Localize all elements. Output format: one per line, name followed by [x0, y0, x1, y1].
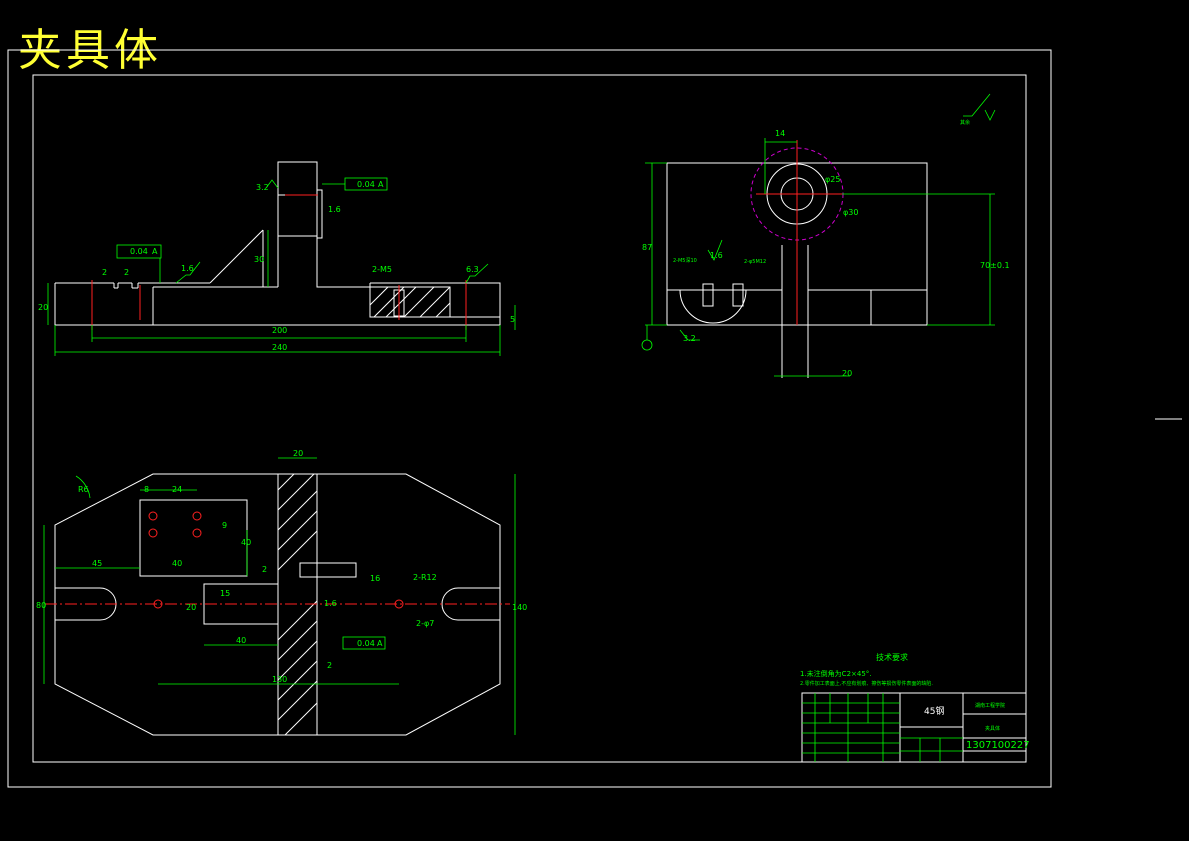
front-dim-30: 30 [254, 255, 264, 264]
drawing-number: 1307100227 [966, 740, 1030, 751]
front-dim-20: 20 [38, 303, 48, 312]
title-block [801, 692, 1027, 763]
front-datum-a: A [378, 180, 384, 189]
top-datum-a: A [377, 639, 383, 648]
top-tol-004: 0.04 [357, 639, 375, 648]
side-dim-phi25: φ25 [825, 175, 840, 184]
top-dim-140: 140 [512, 603, 527, 612]
front-dim-240: 240 [272, 343, 287, 352]
front-dim-200: 200 [272, 326, 287, 335]
side-view [641, 93, 996, 378]
top-dim-20b: 20 [186, 603, 196, 612]
front-rough-63: 6.3 [466, 265, 479, 274]
front-view [47, 161, 516, 356]
top-dim-2b: 2 [327, 661, 332, 670]
inner-frame [32, 74, 1027, 763]
outer-frame [7, 49, 1052, 788]
side-note-m5: 2-M5深10 [673, 257, 697, 264]
top-dim-40h: 40 [172, 559, 182, 568]
front-dim-5: 5 [510, 315, 515, 324]
top-dim-20: 20 [293, 449, 303, 458]
side-dim-20: 20 [842, 369, 852, 378]
part-name: 夹具体 [985, 725, 1000, 732]
top-rough-16: 1.6 [324, 599, 337, 608]
front-tol-004: 0.04 [357, 180, 375, 189]
school-name: 湖南工程学院 [975, 702, 1005, 709]
front-rough-16b: 1.6 [328, 205, 341, 214]
top-dim-15: 15 [220, 589, 230, 598]
tech-req-line1: 1.未注倒角为C2×45°. [800, 669, 872, 678]
top-dim-9: 9 [222, 521, 227, 530]
top-dim-phi7: 2-φ7 [416, 619, 434, 628]
side-dim-14: 14 [775, 129, 785, 138]
front-rough-16: 1.6 [181, 264, 194, 273]
roughness-note: 其余 [960, 119, 970, 126]
side-rough-32: 3.2 [683, 334, 696, 343]
side-dim-87: 87 [642, 243, 652, 252]
material-label: 45钢 [924, 705, 944, 717]
tech-req-heading: 技术要求 [876, 652, 908, 662]
side-note-phi5: 2-φ5M12 [744, 259, 766, 265]
top-dim-r12: 2-R12 [413, 573, 437, 582]
front-datum-a2: A [152, 247, 158, 256]
top-dim-2: 2 [262, 565, 267, 574]
top-dim-8: 8 [144, 485, 149, 494]
side-dim-70: 70±0.1 [980, 261, 1010, 270]
top-dim-130: 130 [272, 675, 287, 684]
top-dim-45: 45 [92, 559, 102, 568]
front-rough-32: 3.2 [256, 183, 269, 192]
tech-req-line2: 2.零件加工表面上,不应有划痕、擦伤等损伤零件表面的缺陷. [800, 680, 933, 687]
front-dim-2b: 2 [124, 268, 129, 277]
front-dim-m5: 2-M5 [372, 265, 392, 274]
top-dim-40v: 40 [241, 538, 251, 547]
top-dim-r6: R6 [78, 485, 89, 494]
top-view [43, 457, 516, 736]
front-dim-2a: 2 [102, 268, 107, 277]
top-rough-16b: 16 [370, 574, 380, 583]
side-dim-phi30: φ30 [843, 208, 858, 217]
top-dim-40b: 40 [236, 636, 246, 645]
top-dim-24: 24 [172, 485, 182, 494]
front-tol-004b: 0.04 [130, 247, 148, 256]
top-dim-80: 80 [36, 601, 46, 610]
side-rough-16: 1.6 [710, 251, 723, 260]
